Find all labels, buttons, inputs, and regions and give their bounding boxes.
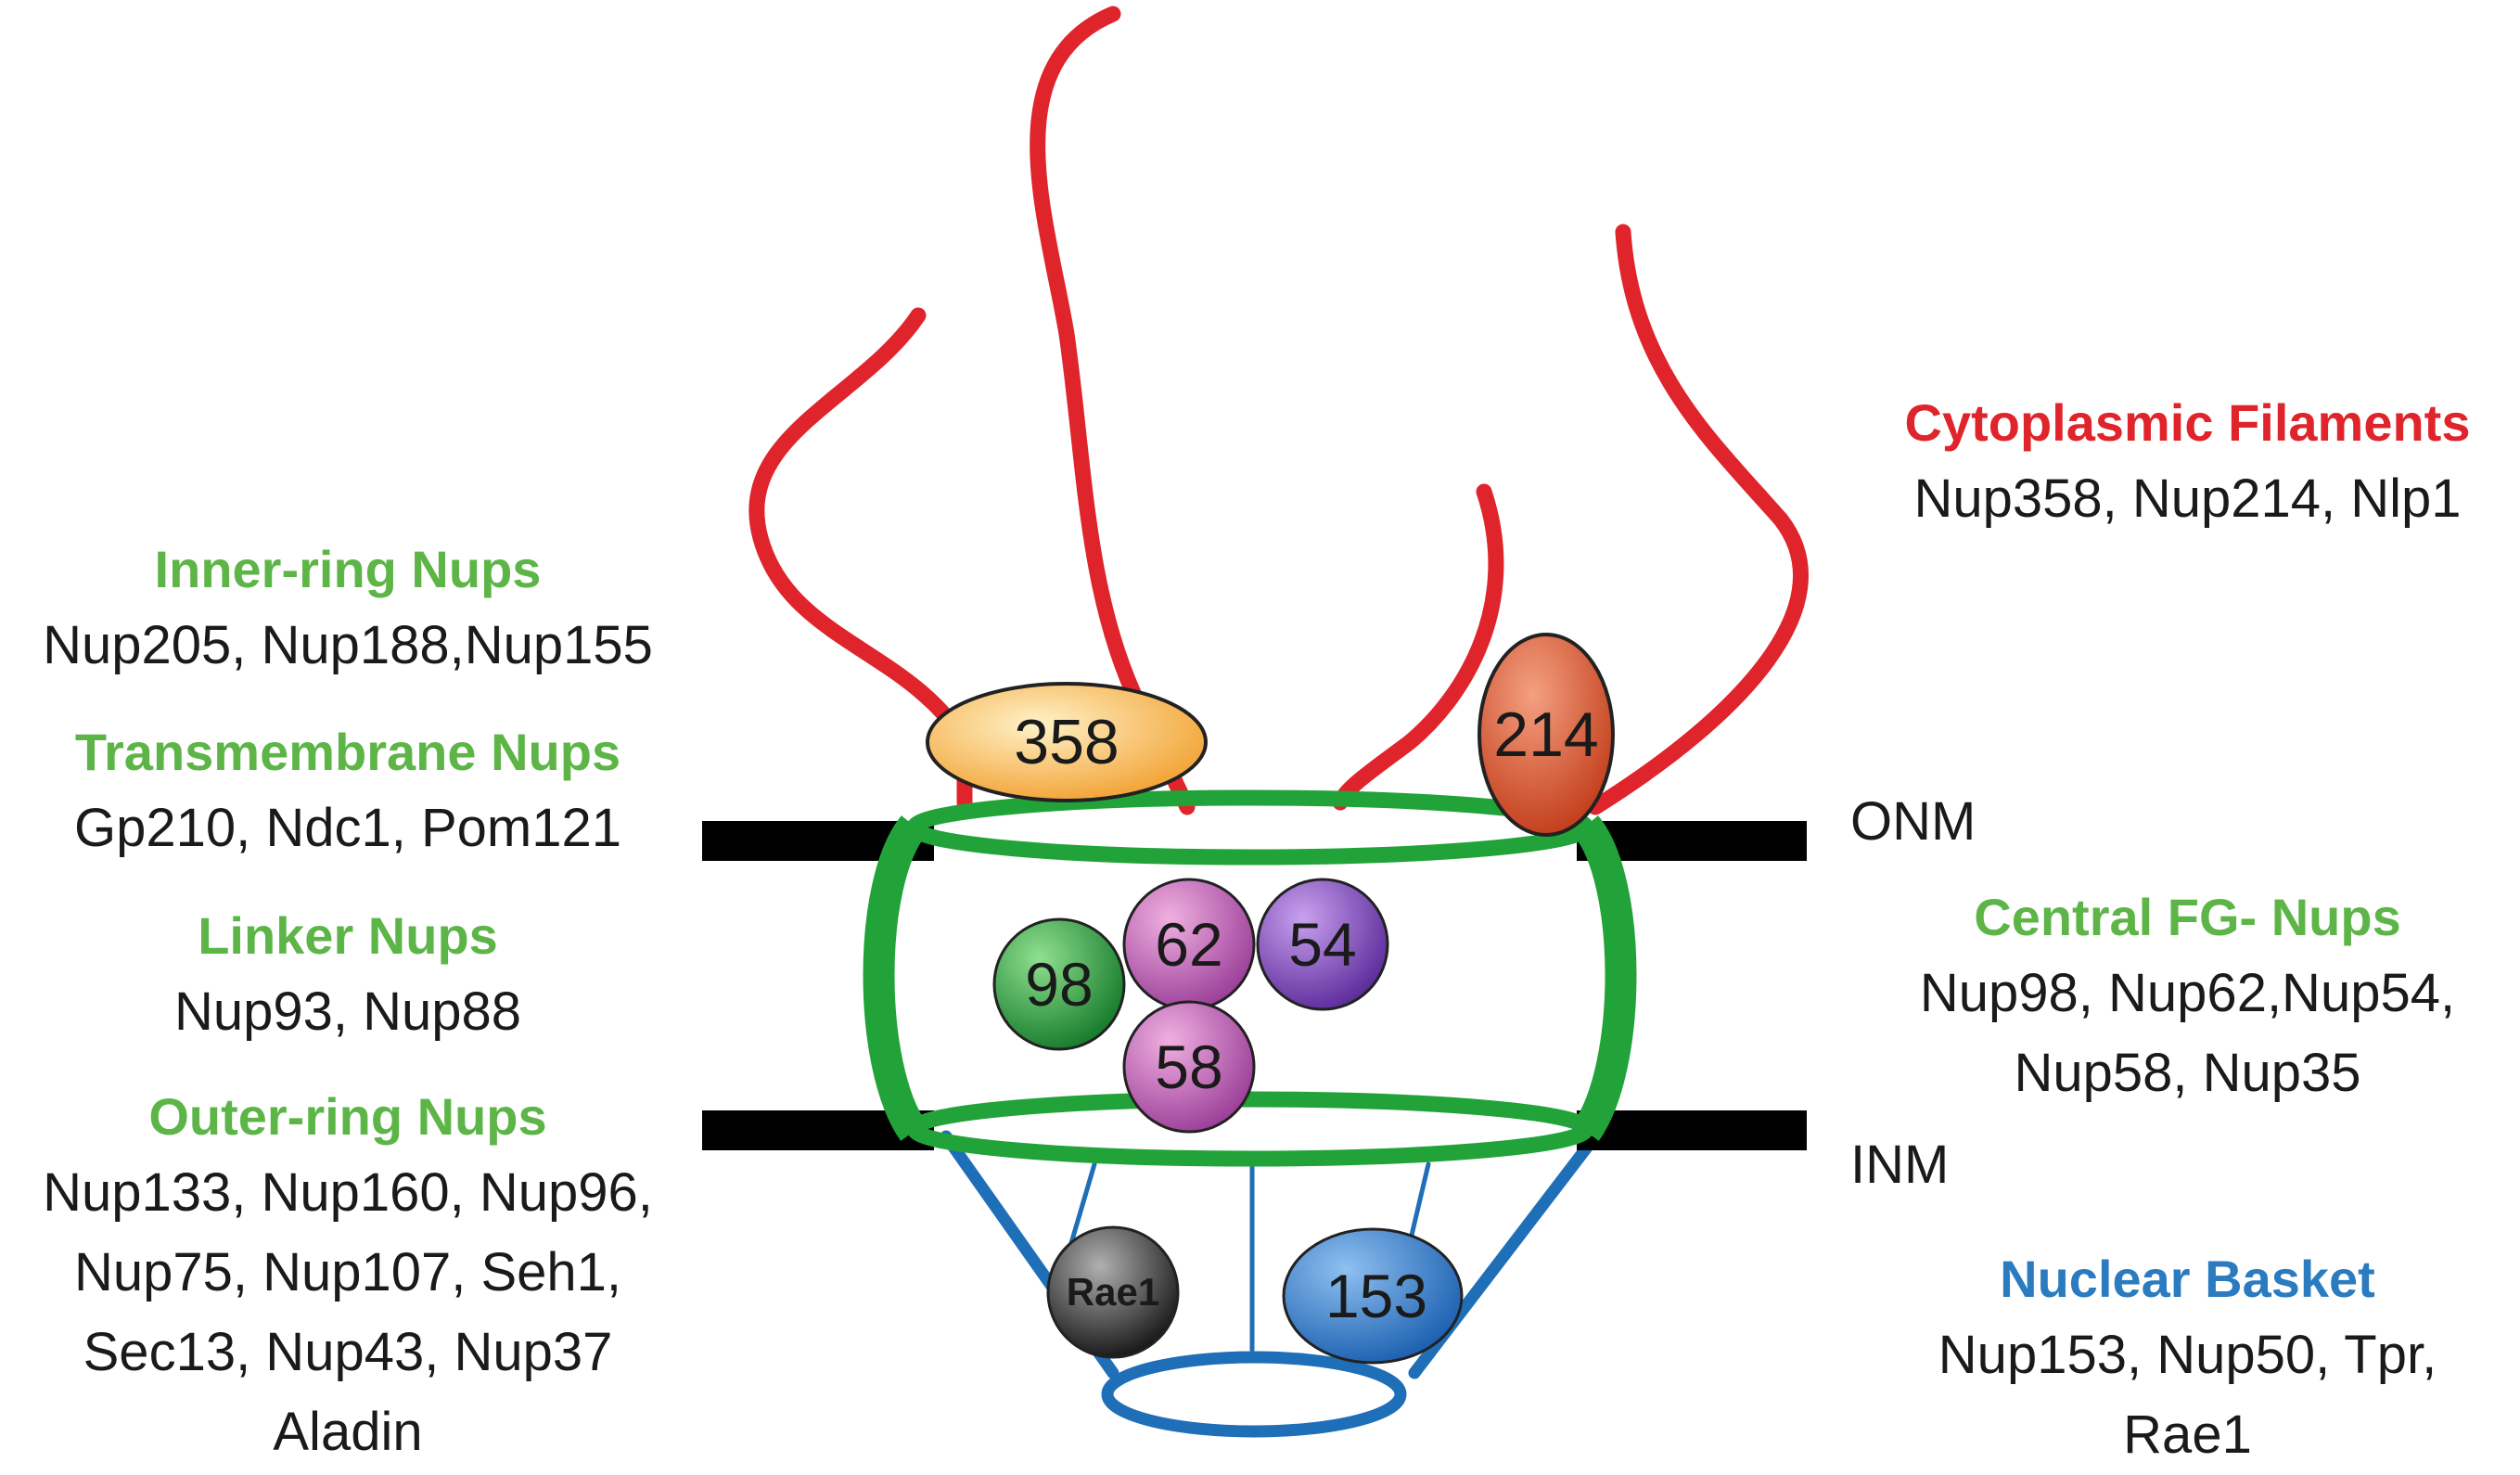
channel-right-wall	[1572, 815, 1637, 1141]
filament-2	[1030, 6, 1196, 815]
cytoplasmic-filaments-group: Cytoplasmic Filaments Nup358, Nup214, Nl…	[1855, 387, 2520, 539]
basket-ring	[1101, 1351, 1407, 1438]
channel-bottom-ring	[906, 1091, 1594, 1167]
onm-label: ONM	[1850, 791, 1976, 852]
filament-3	[1332, 483, 1504, 811]
outer-ring-nups-title: Outer-ring Nups	[148, 1087, 547, 1146]
central-fg-nups-line-1: Nup98, Nup62,Nup54,	[1919, 963, 2456, 1023]
nuclear-basket-group: Nuclear Basket Nup153, Nup50, Tpr, Rae1	[1855, 1243, 2520, 1475]
channel-left-wall	[863, 815, 927, 1141]
transmembrane-nups-title: Transmembrane Nups	[74, 723, 621, 781]
central-channel	[863, 789, 1637, 1167]
outer-ring-nups-line-1: Nup133, Nup160, Nup96,	[43, 1162, 653, 1223]
nuclear-basket-title: Nuclear Basket	[2000, 1250, 2375, 1308]
transmembrane-nups-group: Transmembrane Nups Gp210, Ndc1, Pom121	[0, 716, 696, 868]
nup58-label: 58	[1155, 1032, 1222, 1101]
linker-nups-members: Nup93, Nup88	[173, 981, 522, 1042]
nup54-node: 54	[1256, 878, 1389, 1011]
nup62-node: 62	[1122, 878, 1256, 1011]
nup214-node: 214	[1477, 633, 1615, 837]
inner-ring-nups-title: Inner-ring Nups	[154, 540, 542, 598]
cytoplasmic-filaments	[748, 6, 1809, 815]
basket-inner-left	[1068, 1161, 1097, 1246]
outer-ring-nups-line-4: Aladin	[273, 1402, 423, 1462]
inm-label: INM	[1850, 1135, 1950, 1195]
nup358-node: 358	[926, 682, 1208, 802]
outer-ring-nups-group: Outer-ring Nups Nup133, Nup160, Nup96, N…	[0, 1081, 696, 1472]
nuclear-basket-line-2: Rae1	[2123, 1404, 2252, 1465]
nup153-label: 153	[1325, 1262, 1427, 1330]
central-fg-nups-line-2: Nup58, Nup35	[2014, 1043, 2361, 1103]
nup153-node: 153	[1282, 1227, 1464, 1365]
filament-1	[748, 307, 973, 811]
nup98-label: 98	[1025, 950, 1093, 1019]
transmembrane-nups-members: Gp210, Ndc1, Pom121	[73, 798, 622, 858]
nup214-label: 214	[1493, 699, 1598, 770]
cytoplasmic-filaments-title: Cytoplasmic Filaments	[1904, 393, 2471, 452]
channel-top-ring	[906, 789, 1594, 866]
inner-ring-nups-group: Inner-ring Nups Nup205, Nup188,Nup155	[0, 533, 696, 686]
nuclear-basket-line-1: Nup153, Nup50, Tpr,	[1938, 1325, 2437, 1385]
basket-inner-right	[1407, 1161, 1431, 1246]
rae1-node: Rae1	[1046, 1225, 1180, 1359]
nuclear-basket	[940, 1130, 1602, 1438]
inner-ring-nups-members: Nup205, Nup188,Nup155	[43, 615, 653, 675]
nup358-label: 358	[1014, 707, 1119, 777]
linker-nups-title: Linker Nups	[198, 906, 498, 965]
central-fg-nups-title: Central FG- Nups	[1974, 888, 2401, 946]
cytoplasmic-filaments-members: Nup358, Nup214, Nlp1	[1913, 468, 2462, 529]
rae1-label: Rae1	[1067, 1270, 1159, 1314]
outer-ring-nups-line-3: Sec13, Nup43, Nup37	[83, 1322, 613, 1382]
nup58-node: 58	[1122, 1000, 1256, 1134]
linker-nups-group: Linker Nups Nup93, Nup88	[0, 900, 696, 1052]
outer-ring-nups-line-2: Nup75, Nup107, Seh1,	[73, 1242, 622, 1302]
nup98-node: 98	[992, 917, 1126, 1051]
nup54-label: 54	[1288, 910, 1356, 979]
inner-membrane-right	[1577, 1110, 1807, 1150]
filament-4	[1587, 224, 1809, 815]
central-fg-nups-group: Central FG- Nups Nup98, Nup62,Nup54, Nup…	[1855, 881, 2520, 1113]
nup62-label: 62	[1155, 910, 1222, 979]
